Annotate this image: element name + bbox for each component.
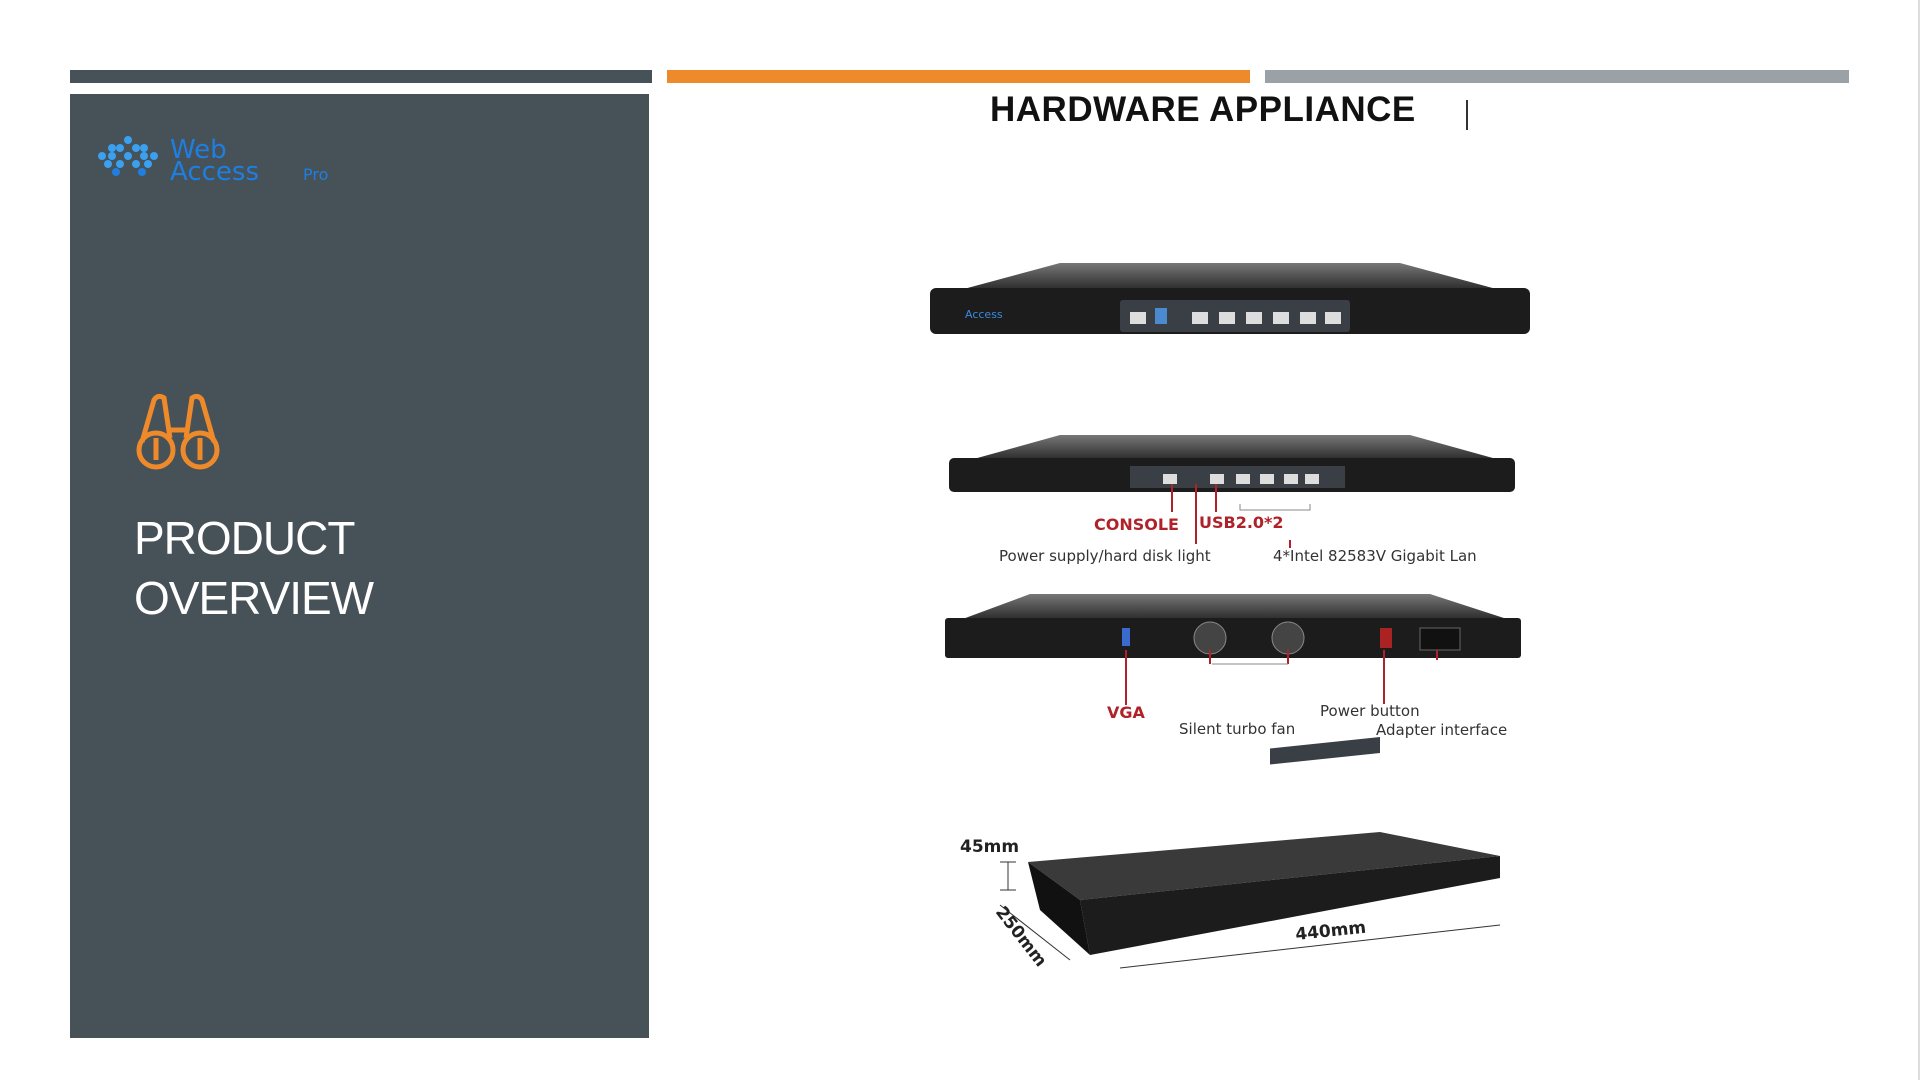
- svg-text:Power button: Power button: [1320, 702, 1420, 720]
- accent-bar-orange: [667, 70, 1250, 83]
- appliance-rear-view: [945, 594, 1521, 705]
- web-access-pro-logo: Web Access Pro: [98, 135, 328, 186]
- svg-text:VGA: VGA: [1107, 703, 1146, 722]
- svg-text:250mm: 250mm: [991, 903, 1050, 971]
- accent-bar-gray: [1265, 70, 1849, 83]
- svg-text:Access: Access: [965, 308, 1003, 321]
- svg-text:Silent turbo fan: Silent turbo fan: [1179, 720, 1295, 738]
- svg-text:4*Intel 82583V Gigabit Lan: 4*Intel 82583V Gigabit Lan: [1273, 547, 1477, 565]
- page-title: HARDWARE APPLIANCE: [990, 90, 1416, 129]
- slide-edge: [1918, 0, 1920, 1080]
- svg-text:USB2.0*2: USB2.0*2: [1199, 513, 1284, 532]
- svg-text:Pro: Pro: [303, 165, 328, 184]
- sidebar-panel: Web Access Pro PRODUCT OVERVIEW: [70, 94, 649, 1038]
- svg-text:Web: Web: [170, 135, 227, 165]
- section-title-line2: OVERVIEW: [134, 572, 374, 624]
- svg-text:45mm: 45mm: [960, 837, 1019, 857]
- accent-bar-dark: [70, 70, 652, 83]
- section-title: PRODUCT OVERVIEW: [134, 508, 374, 628]
- svg-text:Access: Access: [170, 157, 259, 186]
- binoculars-icon: [136, 393, 220, 470]
- appliance-front-view: Access: [930, 263, 1530, 334]
- svg-text:Power supply/hard disk light: Power supply/hard disk light: [999, 547, 1211, 565]
- section-title-line1: PRODUCT: [134, 512, 355, 564]
- appliance-dimensions-view: [999, 736, 1501, 969]
- text-cursor: [1466, 100, 1468, 130]
- appliance-front-labeled: [949, 435, 1515, 548]
- svg-text:Adapter interface: Adapter interface: [1376, 721, 1507, 739]
- svg-text:CONSOLE: CONSOLE: [1094, 515, 1179, 534]
